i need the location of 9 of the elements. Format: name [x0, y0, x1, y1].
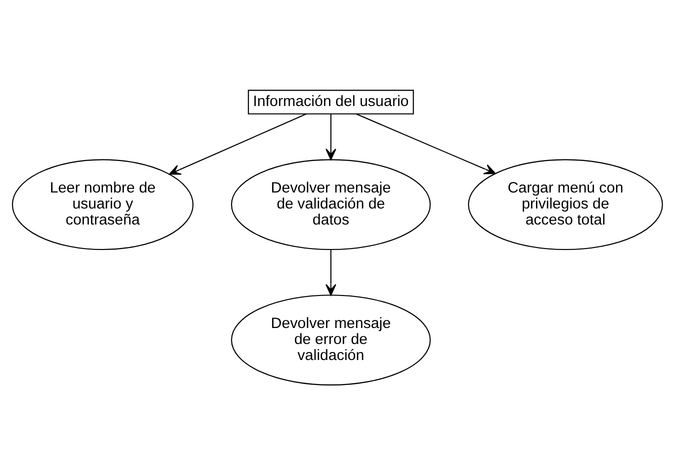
node-ellipse: Devolver mensaje de validación de datos: [231, 158, 431, 250]
arrow: [326, 113, 336, 160]
arrow: [168, 112, 307, 174]
arrow: [326, 248, 336, 296]
node-box: Información del usuario: [248, 89, 414, 114]
node-ellipse: Leer nombre de usuario y contraseña: [12, 158, 194, 250]
node-ellipse: Cargar menú con privilegios de acceso total: [468, 158, 663, 250]
node-ellipse: Devolver mensaje de error de validación: [231, 294, 431, 385]
arrow: [356, 112, 496, 174]
